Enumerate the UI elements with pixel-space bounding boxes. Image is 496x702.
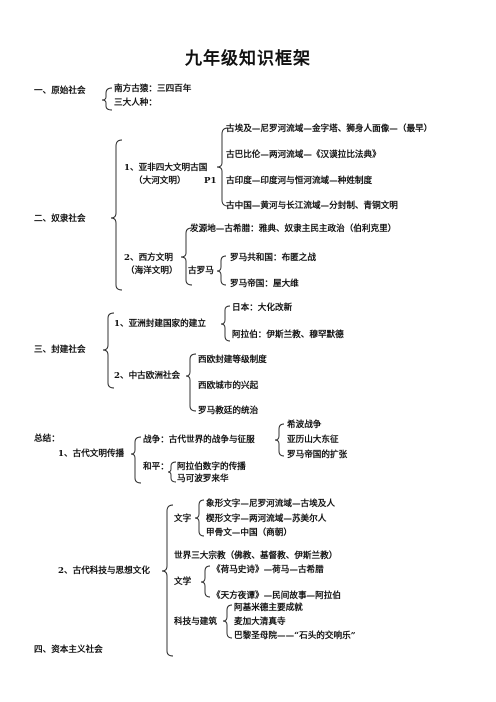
bracket-s2 (110, 139, 123, 291)
heading-slave: 二、奴隶社会 (34, 214, 86, 224)
war-label: 战争：古代世界的战争与征服 (143, 435, 255, 445)
bracket-s3-b (185, 353, 197, 412)
s2b-rome-item: 罗马共和国：布匿之战 (230, 253, 316, 263)
page-title: 九年级知识框架 (185, 49, 311, 69)
s2a-item: 古巴比伦—两河流域—《汉谟拉比法典》 (226, 150, 381, 160)
summary-p1-label: 1、古代文明传播 (58, 449, 125, 459)
s2b-rome-item: 罗马帝国：屋大维 (230, 279, 299, 289)
heading-capitalist: 四、资本主义社会 (34, 645, 103, 655)
s1-item: 南方古猿：三四百年 (114, 84, 192, 94)
bracket-writing (194, 499, 205, 537)
war-item: 希波战争 (287, 420, 322, 430)
bracket-summary-p1 (130, 436, 142, 484)
peace-item: 马可波罗来华 (177, 474, 229, 484)
bracket-war (274, 423, 285, 457)
s3a-item: 阿拉伯：伊斯兰教、穆罕默德 (232, 330, 344, 340)
s2a-item: 古中国—黄河与长江流域—分封制、青铜文明 (226, 201, 398, 211)
writing-item: 甲骨文—中国（商朝） (206, 528, 292, 538)
peace-item: 阿拉伯数字的传播 (177, 462, 246, 472)
heading-summary: 总结： (34, 434, 60, 444)
s2b-rome-label: 古罗马 (188, 266, 214, 276)
bracket-literature (200, 565, 211, 598)
s2a-sub: （大河文明） (134, 176, 186, 186)
s3b-item: 西欧封建等级制度 (198, 355, 267, 365)
bracket-summary-p2 (161, 504, 174, 657)
s2a-item: 古埃及—尼罗河流域—金字塔、狮身人面像—（最早） (226, 124, 433, 134)
s3a-item: 日本：大化改新 (232, 303, 293, 313)
s1-item: 三大人种： (114, 98, 157, 108)
war-item: 亚历山大东征 (287, 435, 339, 445)
s2b-greece: 发源地—古希腊：雅典、奴隶主民主政治（伯利克里） (190, 224, 397, 234)
bracket-s3 (102, 312, 115, 389)
heading-primitive: 一、原始社会 (34, 86, 86, 96)
bracket-s1 (101, 87, 113, 111)
s2a-page: P1 (204, 176, 217, 186)
s3a-label: 1、亚洲封建国家的建立 (114, 319, 206, 329)
science-item: 巴黎圣母院——“石头的交响乐” (234, 631, 356, 641)
religions: 世界三大宗教（佛教、基督教、伊斯兰教） (174, 551, 338, 561)
summary-p2-label: 2、古代科技与思想文化 (58, 566, 150, 576)
bracket-rome (216, 255, 227, 286)
s3b-label: 2、中古欧洲社会 (114, 371, 181, 381)
heading-feudal: 三、封建社会 (34, 345, 86, 355)
s2a-label: 1、亚非四大文明古国 (124, 163, 208, 173)
s3b-item: 罗马教廷的统治 (198, 406, 259, 416)
s3b-item: 西欧城市的兴起 (198, 381, 259, 391)
writing-label: 文字 (174, 514, 192, 524)
science-item: 麦加大清真寺 (234, 617, 286, 627)
s2b-sub: （海洋文明） (126, 266, 178, 276)
peace-label: 和平： (143, 462, 169, 472)
literature-label: 文学 (174, 577, 192, 587)
bracket-s3-a (220, 305, 231, 342)
science-label: 科技与建筑 (174, 617, 217, 627)
s2a-item: 古印度—印度河与恒河流域—种姓制度 (226, 176, 373, 186)
bracket-peace (167, 461, 177, 483)
bracket-science (222, 604, 233, 639)
science-item: 阿基米德主要成就 (234, 603, 303, 613)
writing-item: 楔形文字—两河流域—苏美尔人 (206, 514, 327, 524)
bracket-s2-a (216, 127, 229, 207)
literature-item: 《天方夜谭》—民间故事—阿拉伯 (212, 591, 341, 601)
writing-item: 象形文字—尼罗河流域—古埃及人 (206, 499, 335, 509)
war-item: 罗马帝国的扩张 (287, 450, 348, 460)
literature-item: 《荷马史诗》—荷马—古希腊 (212, 565, 324, 575)
s2b-label: 2、西方文明 (124, 253, 173, 263)
